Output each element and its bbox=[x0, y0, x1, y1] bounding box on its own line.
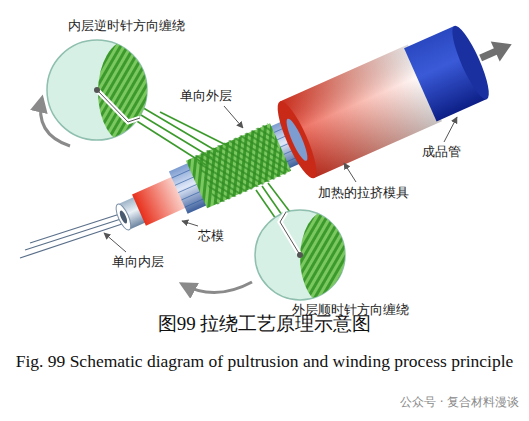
winding-spool bbox=[255, 210, 356, 306]
part-label: 加热的拉挤模具 bbox=[318, 185, 409, 201]
rotation-arrow bbox=[182, 282, 252, 293]
part-label: 成品管 bbox=[422, 144, 461, 160]
leader-line bbox=[104, 106, 457, 252]
watermark: 公众号 · 复合材料漫谈 bbox=[398, 394, 521, 411]
part-label: 单向内层 bbox=[112, 254, 164, 270]
part-label: 芯模 bbox=[198, 228, 224, 244]
winding-fibres bbox=[132, 106, 290, 219]
english-caption: Fig. 99 Schematic diagram of pultrusion … bbox=[7, 344, 522, 378]
figure-caption: 图99 拉绕工艺原理示意图 bbox=[0, 311, 529, 337]
winding-spool bbox=[47, 40, 158, 144]
part-label: 内层逆时针方向缠绕 bbox=[68, 18, 185, 34]
part-label: 单向外层 bbox=[180, 88, 232, 104]
inner-fibres bbox=[20, 212, 126, 258]
